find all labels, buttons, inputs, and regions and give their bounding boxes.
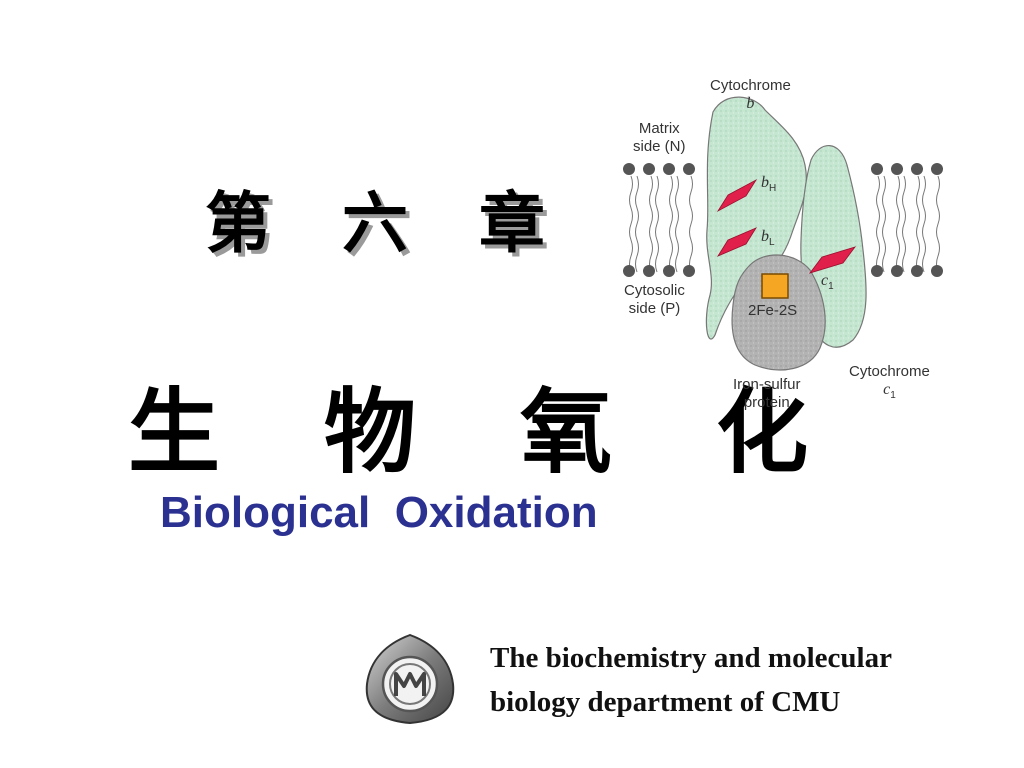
label-cytochrome-c1-subscript: 1 (890, 390, 896, 401)
heme-c1-icon (808, 246, 857, 274)
department-credit: The biochemistry and molecular biology d… (490, 636, 990, 724)
label-bl-sub: L (769, 237, 775, 248)
membrane-diagram-svg (623, 96, 943, 371)
label-iron-sulfur: Iron-sulfur protein (733, 376, 801, 412)
department-line-2: biology department of CMU (490, 686, 841, 718)
label-cytosolic-side-text: Cytosolic (624, 282, 685, 299)
title-chinese: 生 物 氧 化 (128, 378, 845, 486)
department-line-1: The biochemistry and molecular (490, 642, 892, 674)
heme-bh-icon (716, 178, 758, 213)
cmu-logo-icon (364, 632, 456, 726)
label-cytochrome-c1: Cytochrome c1 (849, 363, 930, 405)
fe2s-cluster-icon (761, 273, 789, 299)
cmu-logo-svg (365, 633, 455, 725)
chapter-heading: 第 六 章 (205, 185, 569, 262)
label-c1: c1 (821, 272, 834, 296)
label-cytosolic-side-sub: side (P) (628, 300, 681, 317)
label-bh: bH (761, 174, 776, 198)
iron-sulfur-protein (731, 254, 826, 371)
lipid-bilayer-left (629, 175, 693, 273)
label-matrix-side-sub: side (N) (633, 138, 686, 155)
label-cytochrome-b-text: Cytochrome (710, 77, 791, 94)
label-c1-sub: 1 (828, 281, 834, 292)
label-cytosolic-side: Cytosolic side (P) (624, 282, 685, 318)
label-matrix-side: Matrix side (N) (633, 120, 686, 156)
label-matrix-side-text: Matrix (638, 120, 680, 137)
title-english: Biological Oxidation (160, 488, 598, 537)
label-bh-text: b (761, 174, 769, 191)
label-iron-sulfur-sub: protein (743, 394, 790, 411)
lipid-bilayer-right (876, 175, 940, 273)
cytochrome-bc1-diagram: Cytochrome b Matrix side (N) bH bL c1 Cy… (615, 70, 960, 420)
label-cytochrome-c1-sub: c (883, 381, 891, 398)
label-c1-text: c (821, 272, 829, 289)
label-bh-sub: H (769, 183, 777, 194)
label-bl: bL (761, 228, 775, 252)
lipid-heads-left (623, 163, 695, 277)
label-bl-text: b (761, 228, 769, 245)
label-fe2s: 2Fe-2S (748, 302, 798, 319)
lipid-heads-right (871, 163, 943, 277)
label-cytochrome-c1-text: Cytochrome (849, 363, 930, 380)
label-iron-sulfur-text: Iron-sulfur (733, 376, 801, 393)
label-cytochrome-b: Cytochrome b (710, 77, 791, 113)
heme-bl-icon (716, 227, 758, 257)
label-cytochrome-b-sub: b (746, 95, 755, 112)
